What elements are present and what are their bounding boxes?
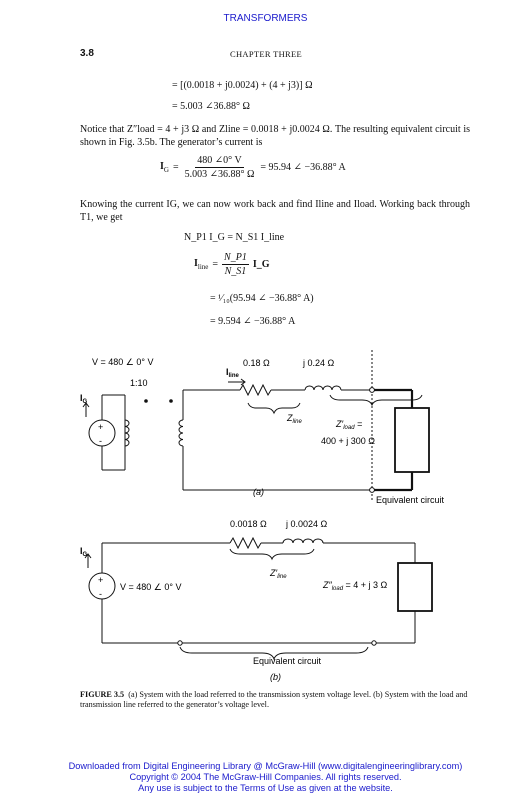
circuit-diagram-a: V = 480 ∠ 0° V 1:10 IG Iline 0.18 Ω j 0.…	[80, 350, 445, 505]
caption-label: FIGURE 3.5	[80, 690, 125, 699]
footer-terms: Any use is subject to the Terms of Use a…	[138, 783, 393, 793]
plus-sign: +	[98, 422, 103, 432]
terminal-icon	[371, 640, 377, 646]
zline-label: Zline	[286, 413, 303, 425]
terminal-icon	[369, 487, 375, 493]
download-footer: Downloaded from Digital Engineering Libr…	[0, 761, 531, 794]
iline-numerator: N_P1	[222, 252, 249, 265]
resistor-icon	[229, 536, 262, 550]
iline-denominator: N_S1	[224, 266, 247, 277]
polarity-dot-icon	[144, 399, 148, 403]
reactance-label: j 0.24 Ω	[302, 358, 335, 368]
inductor-icon	[282, 538, 324, 544]
zload-label: Z″load = 4 + j 3 Ω	[322, 580, 388, 592]
zline-brace-icon	[329, 394, 423, 407]
plus-sign: +	[98, 575, 103, 585]
resistance-label: 0.0018 Ω	[230, 519, 267, 529]
equiv-circuit-label: Equivalent circuit	[253, 656, 322, 666]
caption-text: (a) System with the load referred to the…	[80, 690, 468, 709]
resistance-label: 0.18 Ω	[243, 358, 270, 368]
line-current-label: Iline	[226, 367, 240, 379]
iline-ig: I_G	[252, 259, 270, 270]
resistor-icon	[239, 383, 272, 397]
footer-link[interactable]: Downloaded from Digital Engineering Libr…	[68, 761, 463, 771]
gen-current-label: IG	[80, 546, 88, 558]
voltage-source-icon	[88, 419, 116, 447]
inductor-icon	[304, 385, 342, 391]
equation-ampere-turns: N_P1 I_G = N_S1 I_line	[184, 232, 285, 243]
current-arrowhead-icon	[240, 378, 246, 386]
zload-label: Z′load =	[335, 419, 362, 431]
iline-equals: =	[212, 259, 219, 270]
terminal-icon	[177, 640, 183, 646]
secondary-winding-icon	[178, 419, 184, 447]
ig-symbol: IG	[160, 161, 169, 174]
equation-impedance-sum: = [(0.0018 + j0.0024) + (4 + j3)] Ω	[172, 80, 313, 91]
equation-impedance-result: = 5.003 ∠36.88° Ω	[172, 101, 250, 112]
ig-result: = 95.94 ∠ −36.88° A	[260, 162, 346, 173]
load-impedance-box	[394, 407, 430, 473]
footer-copyright: Copyright © 2004 The McGraw-Hill Compani…	[129, 772, 402, 782]
load-impedance-box	[397, 562, 433, 612]
gen-current-label: IG	[80, 393, 88, 405]
primary-winding-icon	[124, 419, 130, 447]
iline-symbol: Iline	[194, 258, 209, 271]
circuit-diagram-b: 0.0018 Ω j 0.0024 Ω IG V = 480 ∠ 0° V Z′…	[80, 519, 433, 682]
brace-icon	[247, 402, 301, 415]
ig-denominator: 5.003 ∠36.88° Ω	[184, 169, 255, 180]
polarity-dot-icon	[169, 399, 173, 403]
chapter-heading: CHAPTER THREE	[230, 49, 302, 59]
figure-b-label: (b)	[270, 672, 281, 682]
zline-brace-icon	[229, 548, 315, 561]
paragraph-knowing: Knowing the current IG, we can now work …	[80, 199, 470, 223]
reactance-label: j 0.0024 Ω	[285, 519, 328, 529]
ig-numerator: 480 ∠0° V	[195, 155, 244, 168]
equation-generator-current: IG = 480 ∠0° V 5.003 ∠36.88° Ω = 95.94 ∠…	[160, 155, 346, 180]
figure-caption: FIGURE 3.5 (a) System with the load refe…	[80, 690, 472, 710]
equation-line-current-scaled: = ¹⁄₁₀(95.94 ∠ −36.88° A)	[210, 293, 314, 304]
terminal-icon	[369, 387, 375, 393]
zload-value: 400 + j 300 Ω	[321, 436, 375, 446]
minus-sign: -	[99, 589, 102, 599]
equation-line-current-result: = 9.594 ∠ −36.88° A	[210, 316, 296, 327]
ig-fraction: 480 ∠0° V 5.003 ∠36.88° Ω	[183, 155, 257, 180]
page-number: 3.8	[80, 48, 94, 59]
turns-ratio-label: 1:10	[130, 378, 148, 388]
voltage-source-icon	[88, 572, 116, 600]
equation-line-current: Iline = N_P1 N_S1 I_G	[194, 252, 270, 277]
ig-equals: =	[172, 162, 179, 173]
source-voltage-label: V = 480 ∠ 0° V	[92, 357, 153, 367]
figure-a-label: (a)	[253, 487, 264, 497]
source-voltage-label: V = 480 ∠ 0° V	[120, 582, 181, 592]
zline-label: Z′line	[269, 568, 287, 580]
equiv-circuit-label: Equivalent circuit	[376, 495, 445, 505]
equiv-brace-icon	[179, 646, 369, 661]
paragraph-notice: Notice that Z″load = 4 + j3 Ω and Zline …	[80, 124, 470, 148]
minus-sign: -	[99, 436, 102, 446]
running-title: TRANSFORMERS	[223, 13, 308, 24]
iline-fraction: N_P1 N_S1	[222, 252, 249, 277]
